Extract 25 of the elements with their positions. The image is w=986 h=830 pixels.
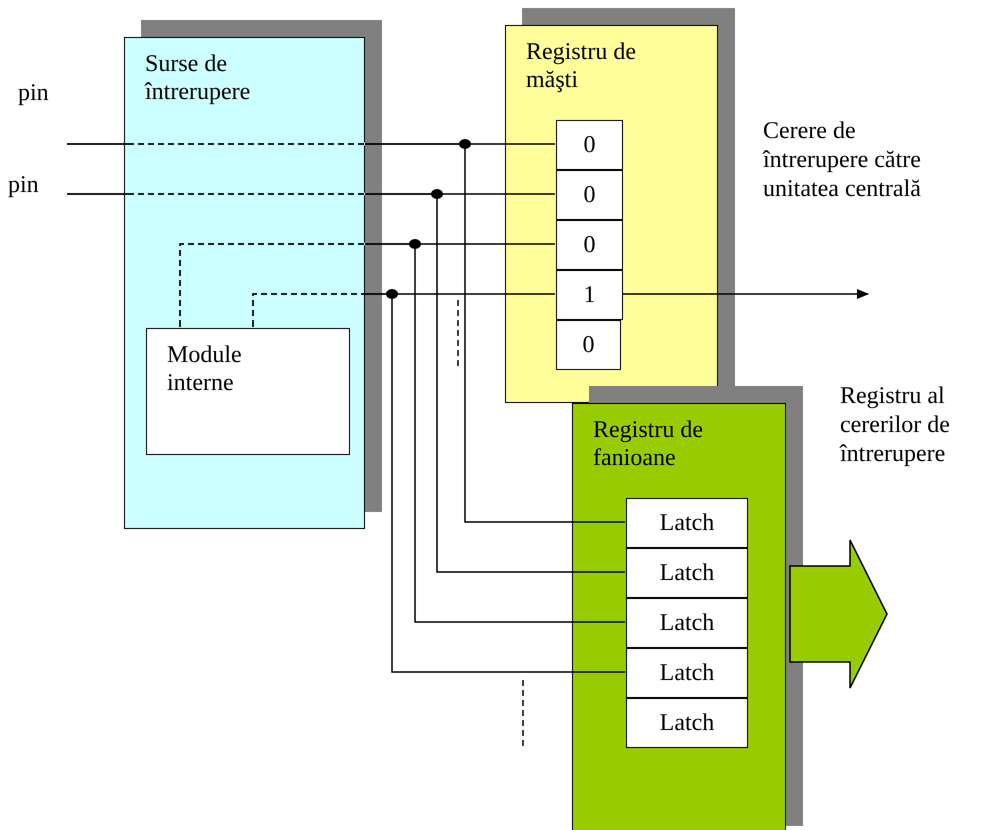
block-arrow bbox=[789, 539, 888, 689]
register-cell: Latch bbox=[626, 548, 748, 598]
register-cell: 0 bbox=[556, 120, 623, 170]
register-cell: Latch bbox=[626, 648, 748, 698]
register-cell: 0 bbox=[556, 170, 623, 220]
annotation-text: Cerere de întrerupere către unitatea centrală bbox=[763, 117, 922, 204]
register-cell: Latch bbox=[626, 598, 748, 648]
register-cell: 0 bbox=[556, 220, 623, 270]
connector-line bbox=[252, 293, 625, 673]
annotation-text: Registru al cererilor de întrerupere bbox=[840, 382, 951, 469]
register-cell: 1 bbox=[556, 270, 623, 320]
connector-line bbox=[179, 243, 625, 623]
panel-heading: Registru de fanioane bbox=[593, 416, 704, 472]
register-cell: Latch bbox=[626, 698, 748, 748]
panel-heading: Surse de întrerupere bbox=[145, 50, 252, 106]
pin-label: pin bbox=[18, 80, 68, 110]
panel-heading: Registru de măşti bbox=[526, 38, 637, 94]
connector-line bbox=[622, 289, 869, 299]
panel-heading: Module interne bbox=[167, 341, 243, 397]
connector-line bbox=[67, 193, 625, 573]
connector-line bbox=[67, 143, 625, 523]
register-cell: 0 bbox=[556, 320, 621, 370]
pin-label: pin bbox=[8, 172, 58, 202]
module-box bbox=[146, 328, 350, 455]
register-cell: Latch bbox=[626, 498, 748, 548]
